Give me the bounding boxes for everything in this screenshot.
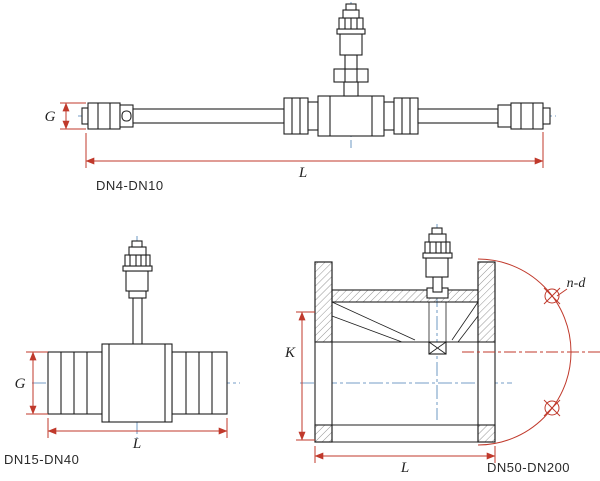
caption-dn50-dn200: DN50-DN200 (487, 460, 570, 475)
caption-dn4-dn10: DN4-DN10 (96, 178, 164, 193)
bolt-circle (462, 258, 600, 446)
dimension-l-bottom-left (47, 418, 228, 438)
meter-body-bottom-left (47, 343, 228, 423)
dimension-k (296, 311, 315, 441)
dim-nd-label: n-d (567, 276, 587, 291)
dim-g-label-bottom-left: G (15, 376, 26, 392)
dim-l-label-bottom-right: L (400, 460, 409, 476)
dimension-l-bottom-right (314, 446, 496, 463)
dimension-g-bottom-left (26, 351, 48, 415)
dimension-g-top (60, 102, 86, 130)
dim-l-label-bottom-left: L (132, 436, 141, 452)
dim-l-label-top: L (298, 165, 307, 181)
sensor-bottom-left (122, 240, 153, 346)
dim-k-label: K (284, 345, 296, 361)
meter-body-bottom-right (314, 261, 496, 443)
view-dn50-dn200: n-d K L DN50-DN200 (284, 224, 600, 476)
dim-g-label-top: G (45, 109, 56, 125)
meter-body-top (81, 95, 551, 137)
caption-dn15-dn40: DN15-DN40 (4, 452, 79, 467)
sensor-bottom-right (422, 227, 453, 299)
view-dn4-dn10: G L DN4-DN10 (45, 2, 556, 193)
dimension-l-top (85, 132, 544, 168)
sensor-top (333, 3, 369, 97)
view-dn15-dn40: G L DN15-DN40 (4, 236, 240, 467)
